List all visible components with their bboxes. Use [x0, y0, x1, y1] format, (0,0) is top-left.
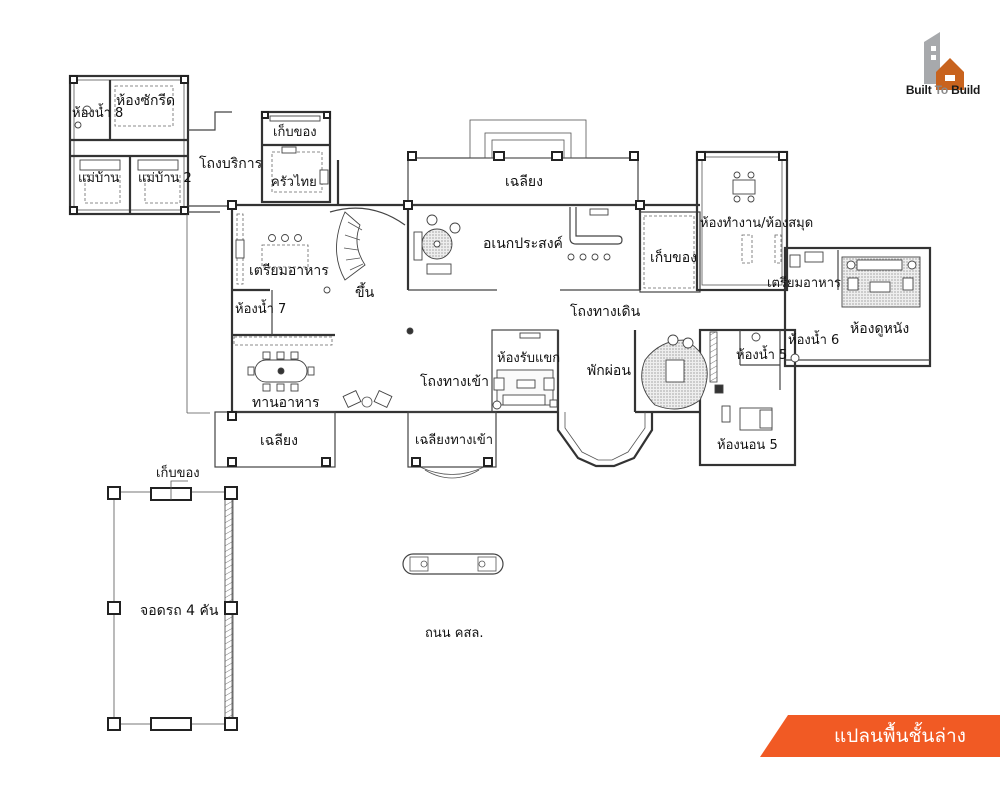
label-prep-kitchen: เตรียมอาหาร [249, 263, 329, 279]
label-dining: ทานอาหาร [252, 395, 320, 411]
label-lounge: พักผ่อน [587, 363, 631, 379]
service-link [186, 111, 232, 414]
label-entrance-terrace: เฉลียงทางเข้า [415, 432, 493, 448]
main-walls [214, 119, 932, 479]
label-maid-room-2: แม่บ้าน 2 [138, 171, 192, 186]
label-service-hall: โถงบริการ [199, 155, 263, 172]
label-theater: ห้องดูหนัง [850, 321, 909, 337]
gate-planter [402, 553, 504, 575]
label-bath-6: ห้องน้ำ 6 [788, 330, 839, 348]
garage [107, 480, 238, 731]
label-maid-room-1: แม่บ้าน [78, 171, 120, 186]
label-pantry: เตรียมอาหาร [767, 275, 841, 291]
label-study-library: ห้องทำงาน/ห้องสมุด [700, 216, 813, 231]
label-entrance-hall: โถงทางเข้า [420, 373, 489, 390]
kitchen-block [260, 110, 332, 204]
label-storage-center: เก็บของ [650, 248, 697, 266]
label-bedroom-5: ห้องนอน 5 [717, 438, 778, 453]
room-labels: ห้องซักรีด ห้องน้ำ 8 แม่บ้าน แม่บ้าน 2 โ… [72, 93, 909, 641]
brand-name: Built To Build [893, 83, 993, 97]
brand-name-part-2: To [934, 83, 949, 97]
label-garage-storage: เก็บของ [156, 463, 200, 481]
label-corridor: โถงทางเดิน [570, 303, 641, 320]
label-multipurpose: อเนกประสงค์ [483, 235, 563, 252]
label-thai-kitchen: ครัวไทย [271, 174, 317, 190]
maid-wing [68, 74, 190, 216]
label-terrace-left: เฉลียง [260, 433, 298, 449]
label-road: ถนน คสล. [425, 626, 484, 641]
banner-shape [760, 715, 1000, 757]
brand-name-part-3: Build [951, 83, 981, 97]
label-bath-7: ห้องน้ำ 7 [235, 299, 286, 317]
label-terrace-top: เฉลียง [505, 174, 543, 190]
building-house-icon [924, 32, 964, 90]
label-guest-room: ห้องรับแขก [497, 351, 560, 366]
title-banner: แปลนพื้นชั้นล่าง [760, 715, 1000, 757]
label-garage: จอดรถ 4 คัน [140, 603, 219, 619]
label-bath-8: ห้องน้ำ 8 [72, 103, 123, 121]
plan-title: แปลนพื้นชั้นล่าง [834, 725, 966, 747]
label-bath-5: ห้องน้ำ 5 [736, 345, 787, 363]
label-kitchen-storage: เก็บของ [273, 122, 317, 140]
label-laundry: ห้องซักรีด [116, 93, 175, 109]
brand-name-part-1: Built [905, 83, 932, 97]
label-stairs-up: ขึ้น [355, 282, 375, 301]
